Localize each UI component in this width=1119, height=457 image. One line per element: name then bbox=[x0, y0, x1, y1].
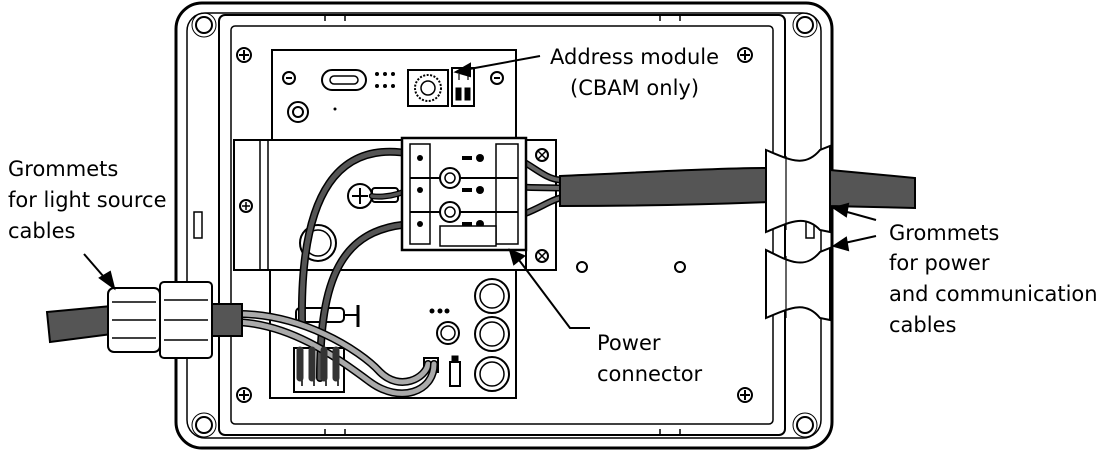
screw-icon bbox=[239, 199, 253, 213]
label-power-comm-grommets-line-4: cables bbox=[889, 313, 956, 337]
label-light-source-grommets-line-2: for light source bbox=[8, 188, 167, 212]
label-light-source-grommets-line-1: Grommets bbox=[8, 157, 118, 181]
screw-icon bbox=[490, 71, 504, 85]
label-address-module-line-1: Address module bbox=[550, 45, 719, 69]
plate-hole bbox=[576, 261, 588, 273]
mounting-hole-top-right bbox=[796, 16, 814, 34]
mounting-hole-top-left bbox=[195, 16, 213, 34]
connector-screw bbox=[439, 167, 461, 189]
label-power-connector-line-1: Power bbox=[597, 331, 661, 355]
screw-icon bbox=[737, 47, 753, 63]
screw-icon bbox=[236, 47, 252, 63]
power-communication-grommets bbox=[765, 144, 831, 322]
screw-icon bbox=[282, 71, 296, 85]
mounting-hole-bottom-left bbox=[195, 416, 213, 434]
power-communication-cable bbox=[559, 166, 916, 210]
screw-icon bbox=[535, 148, 549, 162]
callout-labels: Address module (CBAM only) Grommets for … bbox=[8, 45, 1098, 386]
label-address-module-line-2: (CBAM only) bbox=[570, 76, 699, 100]
label-light-source-grommets-line-3: cables bbox=[8, 219, 75, 243]
label-power-comm-grommets-line-1: Grommets bbox=[889, 221, 999, 245]
label-power-comm-grommets-line-2: for power bbox=[889, 251, 990, 275]
label-power-comm-grommets-line-3: and communication bbox=[889, 282, 1098, 306]
screw-icon bbox=[236, 387, 252, 403]
label-power-connector-line-2: connector bbox=[597, 362, 703, 386]
power-connector bbox=[400, 136, 528, 252]
leader-arrows bbox=[83, 55, 877, 329]
screw-icon bbox=[535, 249, 549, 263]
corner-mounting-holes bbox=[191, 12, 818, 438]
upper-control-board bbox=[271, 49, 517, 141]
screw-icon bbox=[737, 387, 753, 403]
power-connector-leader bbox=[515, 255, 590, 329]
address-module-leader bbox=[463, 55, 541, 71]
connector-screw bbox=[439, 201, 461, 223]
address-module bbox=[407, 67, 475, 107]
light-source-grommet bbox=[107, 281, 213, 359]
lid-screws bbox=[236, 47, 753, 403]
mounting-hole-bottom-right bbox=[796, 416, 814, 434]
plate-hole bbox=[674, 261, 686, 273]
